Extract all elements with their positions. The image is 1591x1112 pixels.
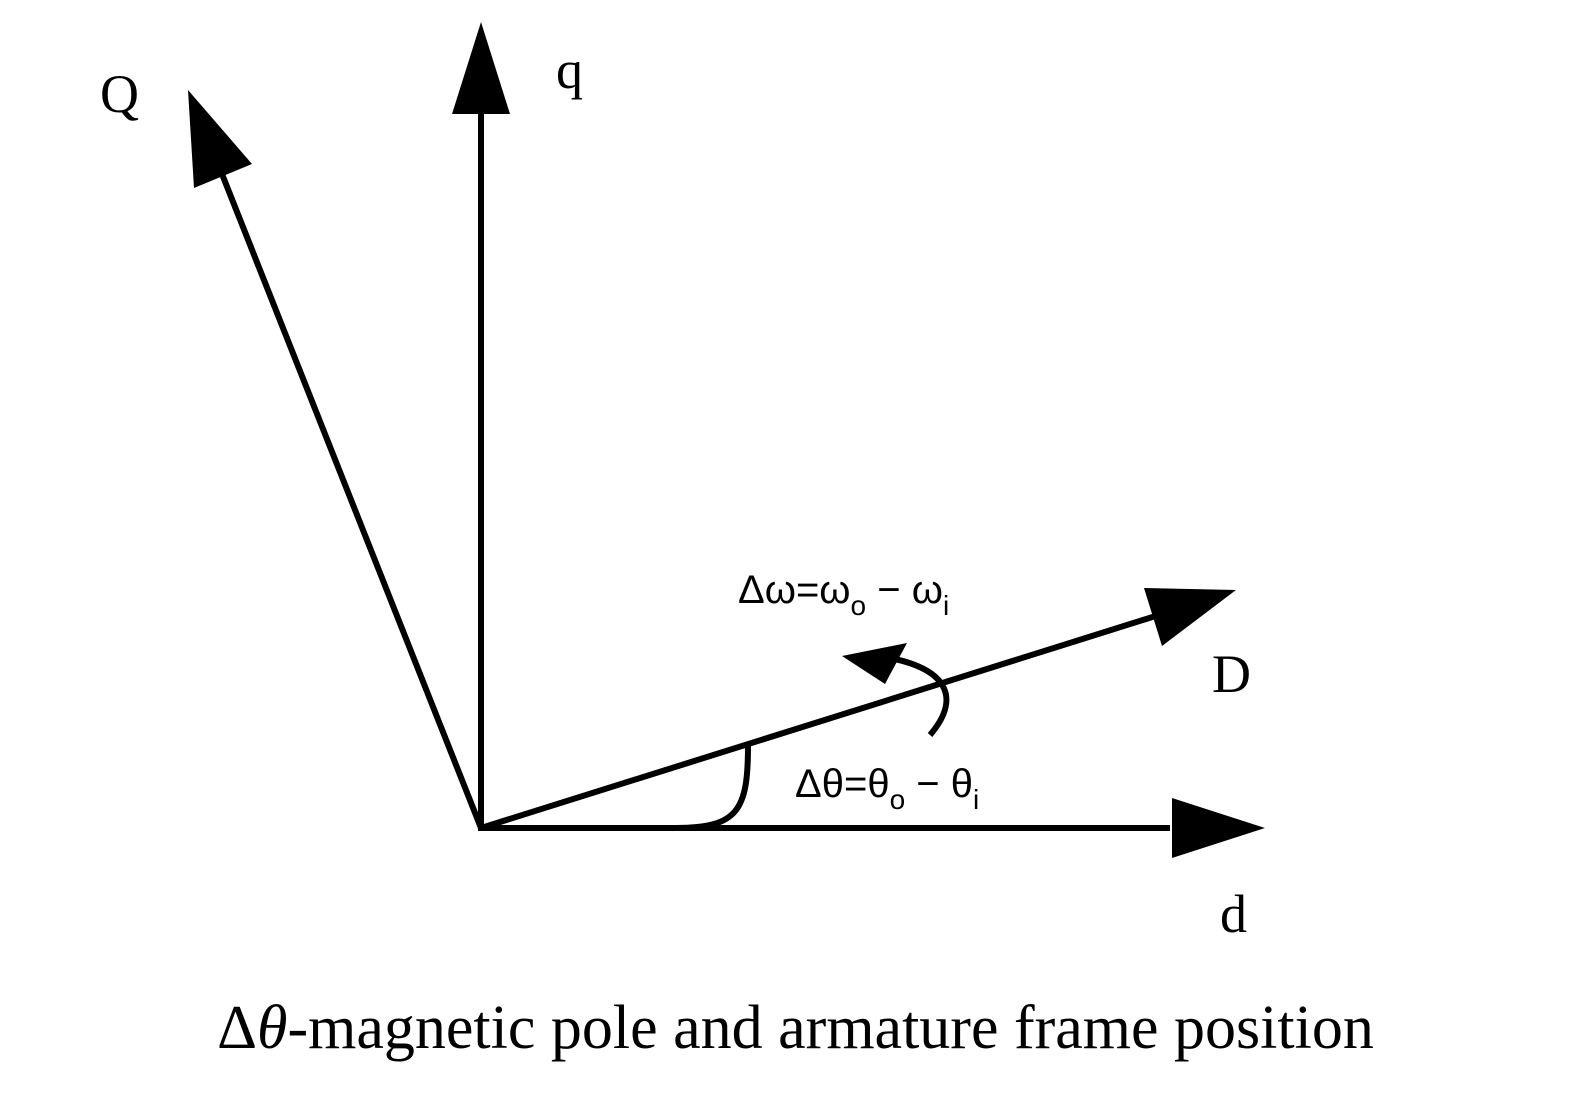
Q-axis-arrowhead <box>188 90 252 188</box>
q-axis-arrowhead <box>452 22 510 114</box>
q-axis-label: q <box>556 40 583 100</box>
caption-theta-symbol: θ <box>257 994 288 1062</box>
caption-delta-symbol: Δ <box>217 994 258 1062</box>
speed-formula-sub-i: i <box>943 590 949 621</box>
rotation-arrow-curve <box>889 655 950 737</box>
q-axis <box>452 22 510 828</box>
angle-formula-prefix: Δθ=θ <box>795 762 890 806</box>
rotation-arrow <box>842 643 950 737</box>
angle-formula-sub-i: i <box>973 784 979 815</box>
d-axis-arrowhead <box>1172 798 1265 858</box>
speed-formula-prefix: Δω=ω <box>738 568 851 612</box>
angle-formula-sub-o: o <box>890 784 906 815</box>
D-axis-label: D <box>1212 644 1251 704</box>
Q-axis-label: Q <box>100 64 139 124</box>
D-axis <box>480 588 1236 831</box>
d-axis-label: d <box>1220 884 1247 944</box>
rotation-arrow-head <box>842 643 907 684</box>
Q-axis <box>188 90 484 830</box>
figure-caption: Δθ-magnetic pole and armature frame posi… <box>0 992 1591 1064</box>
D-axis-arrowhead <box>1144 588 1236 646</box>
angle-formula-minus: − θ <box>905 762 973 806</box>
d-axis <box>478 798 1265 858</box>
speed-formula-minus: − ω <box>866 568 943 612</box>
speed-difference-formula: Δω=ωo − ωi <box>738 568 949 621</box>
angle-arc <box>675 745 751 831</box>
caption-text: -magnetic pole and armature frame positi… <box>287 994 1374 1062</box>
speed-formula-sub-o: o <box>851 590 867 621</box>
D-axis-line <box>480 611 1163 831</box>
Q-axis-line <box>219 172 484 830</box>
angle-difference-formula: Δθ=θo − θi <box>795 762 979 815</box>
